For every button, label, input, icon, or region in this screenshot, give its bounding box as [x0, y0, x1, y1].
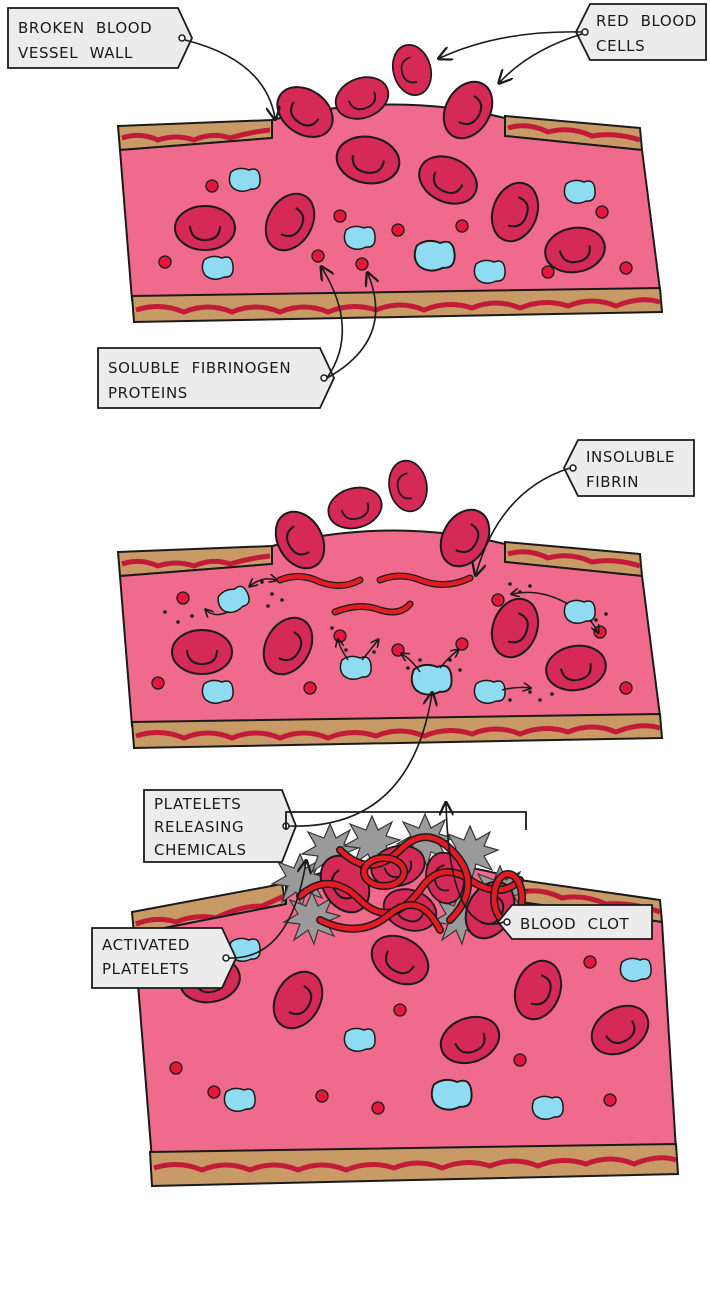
- red-blood-cell: [175, 206, 235, 250]
- fibrinogen-protein: [356, 258, 368, 270]
- fibrinogen-protein: [316, 1090, 328, 1102]
- label-text-line: RELEASING: [154, 818, 244, 836]
- fibrinogen-protein: [596, 206, 608, 218]
- fibrinogen-protein: [334, 630, 346, 642]
- fibrinogen-protein: [456, 638, 468, 650]
- panel-fibrin-formation: INSOLUBLE FIBRIN PLATELETS RELEASING CHE…: [118, 440, 694, 862]
- label-text-line: PLATELETS: [102, 960, 189, 978]
- platelet: [224, 1088, 255, 1111]
- red-blood-cell: [387, 41, 436, 100]
- platelet: [344, 1028, 375, 1051]
- fibrinogen-protein: [208, 1086, 220, 1098]
- fibrinogen-protein: [170, 1062, 182, 1074]
- fibrinogen-protein: [604, 1094, 616, 1106]
- label-text-line: BROKEN BLOOD: [18, 19, 152, 37]
- label-text-line: ACTIVATED: [102, 936, 190, 954]
- fibrinogen-protein: [456, 220, 468, 232]
- fibrinogen-protein: [514, 1054, 526, 1066]
- vessel-wall-bottom: [150, 1144, 678, 1186]
- fibrinogen-protein: [334, 210, 346, 222]
- label-text-line: PLATELETS: [154, 795, 241, 813]
- label-text-line: RED BLOOD: [596, 12, 697, 30]
- fibrinogen-protein: [584, 956, 596, 968]
- label-text-line: BLOOD CLOT: [520, 915, 630, 933]
- label-text-line: CELLS: [596, 37, 645, 55]
- fibrinogen-protein: [392, 224, 404, 236]
- panel-fibrinogen: BROKEN BLOOD VESSEL WALL RED BLOOD CELLS…: [8, 4, 706, 408]
- platelet: [564, 180, 595, 203]
- platelet: [229, 168, 260, 191]
- fibrinogen-protein: [177, 592, 189, 604]
- label-red-blood-cells: RED BLOOD CELLS: [440, 4, 706, 82]
- label-text-line: CHEMICALS: [154, 841, 247, 859]
- platelet: [532, 1096, 563, 1119]
- platelet: [415, 241, 455, 271]
- label-text-line: INSOLUBLE: [586, 448, 675, 466]
- fibrinogen-protein: [492, 594, 504, 606]
- fibrinogen-protein: [394, 1004, 406, 1016]
- label-text-line: SOLUBLE FIBRINOGEN: [108, 359, 291, 377]
- fibrinogen-protein: [304, 682, 316, 694]
- fibrinogen-protein: [312, 250, 324, 262]
- fibrinogen-protein: [620, 262, 632, 274]
- fibrinogen-protein: [620, 682, 632, 694]
- platelet: [202, 256, 233, 279]
- platelet: [340, 656, 371, 679]
- red-blood-cell: [172, 630, 232, 674]
- fibrinogen-protein: [372, 1102, 384, 1114]
- fibrinogen-protein: [152, 677, 164, 689]
- platelet: [620, 958, 651, 981]
- label-text-line: FIBRIN: [586, 473, 639, 491]
- fibrinogen-protein: [206, 180, 218, 192]
- blood-clot-mass: [272, 814, 528, 947]
- red-blood-cell: [324, 482, 386, 534]
- fibrinogen-protein: [159, 256, 171, 268]
- platelet: [474, 680, 505, 703]
- platelet: [202, 680, 233, 703]
- platelet: [432, 1080, 472, 1110]
- red-blood-cell: [385, 458, 431, 515]
- label-text-line: VESSEL WALL: [18, 44, 133, 62]
- label-text-line: PROTEINS: [108, 384, 188, 402]
- platelet: [344, 226, 375, 249]
- fibrinogen-protein: [542, 266, 554, 278]
- label-broken-blood-vessel-wall: BROKEN BLOOD VESSEL WALL: [8, 8, 275, 118]
- platelet: [474, 260, 505, 283]
